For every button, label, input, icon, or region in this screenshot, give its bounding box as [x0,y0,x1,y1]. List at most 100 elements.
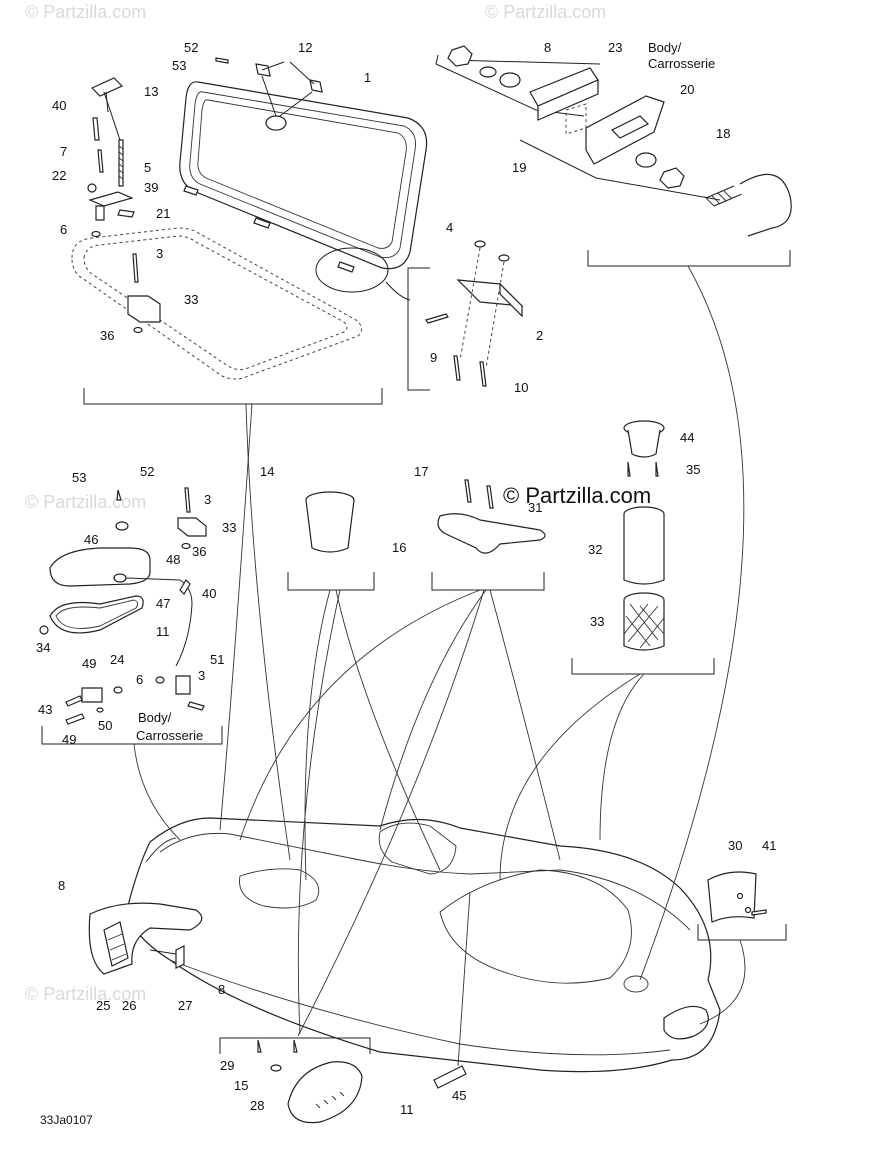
label-part-21: 21 [156,206,170,221]
label-part-52: 51 [210,652,224,667]
label-part-2: 2 [536,328,543,343]
label-part-53b: 52 [140,464,154,479]
label-part-3b: 3 [204,492,211,507]
label-part-42: 44 [680,430,694,445]
drawing-code: 33Ja0107 [40,1113,93,1127]
label-part-3c: 3 [198,668,205,683]
lid-latch-a [183,185,199,196]
part-28-cover [287,1061,363,1124]
group-bracket-1 [83,388,383,405]
label-part-34b: 33 [222,520,236,535]
label-part-6: 6 [60,222,67,237]
label-part-8-bottom: 8 [218,982,225,997]
label-part-47: 47 [156,596,170,611]
group-bracket-8 [219,1037,371,1054]
label-part-53: 52 [184,40,198,55]
label-part-44: 36 [100,328,114,343]
label-part-46: 46 [84,532,98,547]
label-part-16: 16 [392,540,406,555]
label-part-34: 33 [184,292,198,307]
label-part-32: 32 [588,542,602,557]
label-part-33: 33 [590,614,604,629]
label-part-38: 39 [144,180,158,195]
label-part-10: 10 [514,380,528,395]
label-part-15: 15 [234,1078,248,1093]
label-part-44b: 36 [192,544,206,559]
lid-inner-2 [197,99,407,249]
tow-eye-group [435,45,792,267]
group-bracket-9 [697,924,787,941]
label-part-24: 24 [110,652,124,667]
label-part-6b: 6 [136,672,143,687]
label-part-23: 23 [608,40,622,55]
label-part-50: 49 [62,732,76,747]
hull-outline [127,817,721,1073]
storage-tube-group [571,420,715,675]
label-part-9: 9 [430,350,437,365]
label-part-29: 29 [220,1058,234,1073]
label-part-3: 3 [156,246,163,261]
group-bracket-6 [431,572,545,591]
label-part-8-left: 8 [58,878,65,893]
lid-button [265,115,287,131]
label-body-2b: Carrosserie [136,728,203,743]
label-part-19: 19 [512,160,526,175]
u-bolt [705,185,743,207]
detail-circle [315,247,389,293]
label-part-5: 5 [144,160,151,175]
label-part-30: 30 [728,838,742,853]
label-body-2a: Body/ [138,710,172,725]
part-labels: 52 53 12 13 1 40 7 5 22 39 21 6 3 33 36 … [36,40,776,1127]
cupholder-cleat-group [287,479,546,591]
watermark-bottom-left: © Partzilla.com [25,984,146,1004]
seat-group [39,487,223,745]
label-part-40: 40 [202,586,216,601]
label-part-11: 11 [156,624,170,639]
group-bracket-3 [587,250,791,267]
label-part-17: 17 [414,464,428,479]
label-part-36: 35 [686,462,700,477]
label-part-43: 43 [38,702,52,717]
label-part-35: 34 [36,640,50,655]
strap-47 [49,595,144,634]
arrow-line-1 [435,63,585,117]
group-bracket-5 [287,572,375,591]
brand-watermark: © Partzilla.com [503,483,651,508]
label-part-12: 12 [298,40,312,55]
hull [127,817,721,1073]
label-part-41: 41 [762,838,776,853]
latch-detail-group [407,240,524,391]
group-bracket-7 [571,658,715,675]
label-body-1b: Carrosserie [648,56,715,71]
label-part-28: 28 [250,1098,264,1113]
label-body-1a: Body/ [648,40,682,55]
label-part-25: 25 [96,998,110,1013]
label-part-1: 1 [364,70,371,85]
watermark-top-left: © Partzilla.com [25,2,146,22]
label-part-49: 49 [82,656,96,671]
lid-latch-c [337,261,355,273]
hatch-opening [71,227,362,380]
group-bracket-4 [41,726,223,745]
lid-latch-b [253,217,271,229]
label-part-31: 31 [528,500,542,515]
label-part-54b: 53 [72,470,86,485]
leader-lines [133,265,746,1067]
label-part-14: 14 [260,464,274,479]
label-part-13: 13 [144,84,158,99]
label-part-48: 48 [166,552,180,567]
label-part-54: 53 [172,58,186,73]
lid-outer [179,81,428,270]
label-part-22: 22 [52,168,66,183]
label-part-45: 45 [452,1088,466,1103]
group-bracket-2 [407,267,430,391]
watermark-top-right: © Partzilla.com [485,2,606,22]
label-part-18: 18 [716,126,730,141]
label-part-20: 20 [680,82,694,97]
label-part-39: 40 [52,98,66,113]
label-part-8-top: 8 [544,40,551,55]
stern-group [88,902,203,975]
bottom-parts [219,871,787,1124]
label-part-51: 50 [98,718,112,733]
